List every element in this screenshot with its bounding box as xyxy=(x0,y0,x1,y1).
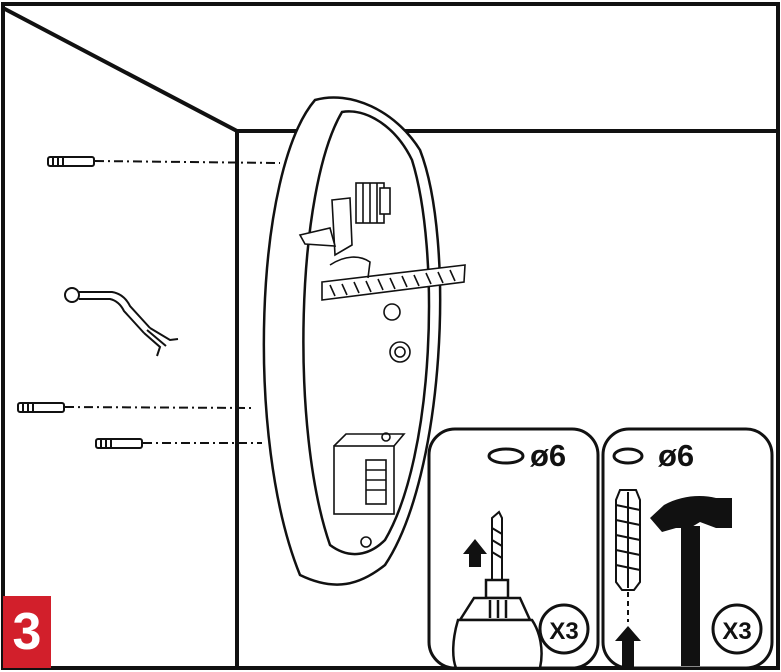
alignment-lines xyxy=(64,160,281,444)
drill-bit-icon xyxy=(491,510,503,581)
wall-plug-icon xyxy=(615,489,641,591)
wall-plug-top xyxy=(47,156,95,167)
drill-diameter-label: ø6 xyxy=(530,438,566,473)
anchor-quantity-label: X3 xyxy=(722,618,751,645)
anchor-diameter-label: ø6 xyxy=(658,438,694,473)
hole-diameter-icon xyxy=(612,447,644,465)
hammer-icon xyxy=(650,496,732,666)
step-number-badge: 3 xyxy=(3,596,51,668)
fixture-internal-parts xyxy=(298,182,466,548)
wall-plug-middle xyxy=(17,402,65,413)
up-arrow-icon xyxy=(463,539,487,567)
anchor-panel: ø6 X3 xyxy=(601,427,774,670)
drill-body-icon xyxy=(452,578,543,670)
up-arrow-icon xyxy=(615,626,641,668)
cable-with-ring-terminal xyxy=(64,287,179,357)
drill-panel: ø6 X3 xyxy=(427,427,600,670)
wall-plug-bottom xyxy=(95,438,143,449)
quantity-badge xyxy=(538,603,590,655)
drill-quantity-label: X3 xyxy=(549,618,578,645)
hole-diameter-icon xyxy=(487,447,525,465)
quantity-badge xyxy=(711,603,763,655)
